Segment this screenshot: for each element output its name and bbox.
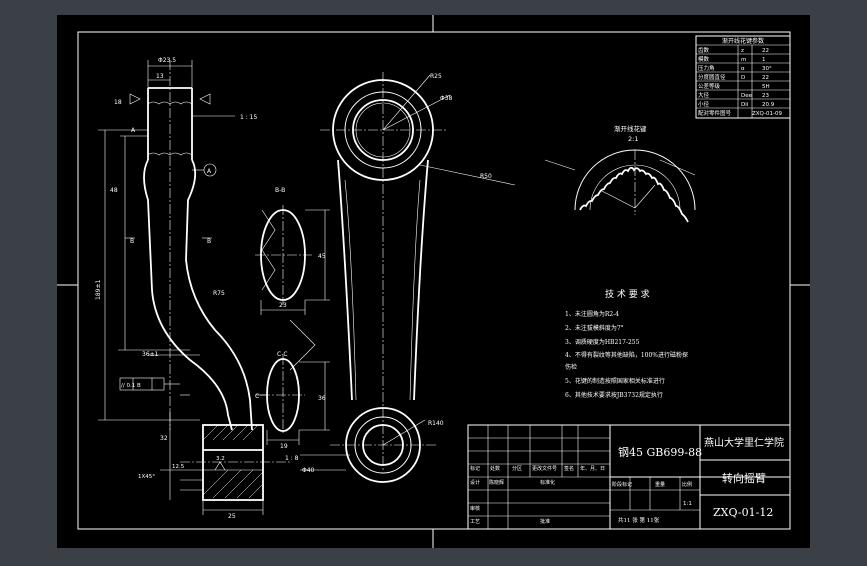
tolerance-frame: // 0.1 B bbox=[121, 383, 141, 389]
dim-chamfer: 1X45° bbox=[138, 474, 155, 480]
spline-row-1-val: 1 bbox=[762, 57, 766, 63]
label-review: 审核 bbox=[470, 505, 480, 512]
tech-req-item-1: 1、未注圆角为R2-4 bbox=[565, 310, 619, 318]
dim-c-height: 36 bbox=[318, 395, 326, 402]
dim-top-width: Φ23.5 bbox=[158, 57, 176, 64]
spline-row-3-sym: D bbox=[741, 75, 745, 81]
spline-row-7-name: 配对零件图号 bbox=[698, 109, 732, 117]
title-block bbox=[467, 424, 791, 530]
spline-table-title: 渐开线花键参数 bbox=[722, 37, 764, 45]
dim-taper: 1 : 15 bbox=[240, 114, 257, 121]
label-stage-mark: 阶段标记 bbox=[612, 481, 632, 488]
label-standardize: 标准化 bbox=[540, 479, 555, 486]
sheet-info: 共11 张 第 11张 bbox=[618, 516, 660, 524]
spline-row-3-val: 22 bbox=[762, 75, 769, 81]
designer-name: 陈晓辉 bbox=[489, 479, 504, 486]
dim-48: 48 bbox=[110, 187, 118, 194]
label-date: 年、月、日 bbox=[580, 465, 605, 472]
label-mark: 标记 bbox=[470, 465, 480, 472]
section-mark-b-left: B bbox=[130, 238, 134, 245]
dim-phi38: Φ38 bbox=[440, 95, 453, 102]
dim-25: 25 bbox=[228, 513, 236, 520]
tech-req-item-6: 6、其他技术要求按JB3732规定执行 bbox=[565, 391, 663, 399]
spline-row-2-name: 压力角 bbox=[698, 64, 715, 72]
section-mark-b-right: B bbox=[207, 238, 211, 245]
label-designer: 设计 bbox=[470, 479, 480, 486]
side-view bbox=[98, 60, 290, 515]
spline-detail-title: 渐开线花键 bbox=[614, 124, 647, 133]
section-bb-title: B-B bbox=[275, 187, 285, 194]
scale-value: 1:1 bbox=[683, 501, 692, 507]
label-process: 工艺 bbox=[470, 519, 480, 525]
section-views bbox=[255, 205, 330, 445]
drawing-frame bbox=[77, 31, 791, 530]
dim-len-a: 36±1 bbox=[142, 351, 159, 358]
tech-req-item-4b: 伤检 bbox=[565, 363, 577, 371]
label-count: 处数 bbox=[490, 465, 500, 472]
roughness-value: 3.2 bbox=[216, 456, 225, 462]
spline-row-0-sym: z bbox=[741, 48, 744, 54]
spline-row-6-val: 20.9 bbox=[762, 102, 775, 108]
spline-row-2-sym: α bbox=[741, 66, 745, 72]
dim-ratio-18: 1 : 8 bbox=[285, 455, 299, 462]
dim-r25: R25 bbox=[430, 73, 442, 80]
spline-row-6-sym: Dii bbox=[741, 102, 749, 108]
dim-b-width: 23 bbox=[279, 302, 287, 309]
label-scale: 比例 bbox=[682, 481, 692, 488]
tech-req-item-2: 2、未注拔模斜度为7° bbox=[565, 324, 624, 332]
spline-row-1-sym: m bbox=[741, 57, 746, 63]
tech-req-title: 技 术 要 求 bbox=[605, 288, 650, 300]
front-view bbox=[300, 72, 516, 483]
spline-row-5-name: 大径 bbox=[698, 91, 710, 99]
tech-req-item-4: 4、不得有裂纹等其他缺陷，100%进行磁粉探 bbox=[565, 351, 688, 359]
section-mark-c: C bbox=[255, 393, 259, 400]
school-name: 燕山大学里仁学院 bbox=[704, 436, 784, 449]
dim-phi40: Φ40 bbox=[302, 467, 315, 474]
label-sign: 签名 bbox=[564, 465, 574, 472]
dim-r50: R50 bbox=[480, 173, 492, 180]
section-cc-title: C-C bbox=[277, 351, 288, 358]
spline-row-2-val: 30° bbox=[762, 66, 772, 72]
drawing-number: ZXQ-01-12 bbox=[713, 506, 773, 519]
dim-18: 18 bbox=[114, 99, 122, 106]
label-weight: 重量 bbox=[655, 481, 665, 488]
dim-12-5: 12.5 bbox=[172, 464, 185, 470]
dim-32: 32 bbox=[160, 435, 168, 442]
label-a: A bbox=[131, 127, 136, 134]
datum-a-label: A bbox=[207, 168, 212, 175]
dim-c-width: 19 bbox=[280, 443, 288, 450]
spline-row-0-val: 22 bbox=[762, 48, 769, 54]
label-change-doc: 更改文件号 bbox=[532, 465, 557, 472]
spline-row-1-name: 模数 bbox=[698, 55, 710, 63]
dim-r75: R75 bbox=[213, 290, 225, 297]
dim-r140: R140 bbox=[428, 420, 444, 427]
spline-row-5-val: 23 bbox=[762, 93, 769, 99]
spline-row-4-name: 公差等级 bbox=[698, 82, 721, 90]
dim-len-total: 189±1 bbox=[95, 280, 102, 300]
tech-req-item-3: 3、调质硬度为HB217-255 bbox=[565, 338, 640, 346]
dim-b-height: 45 bbox=[318, 253, 326, 260]
spline-row-0-name: 齿数 bbox=[698, 46, 710, 54]
spline-detail-scale: 2:1 bbox=[628, 135, 638, 143]
part-name: 转向摇臂 bbox=[722, 471, 766, 485]
spline-row-7-val: ZXQ-01-09 bbox=[752, 111, 782, 117]
label-zone: 分区 bbox=[512, 465, 522, 472]
label-approve: 批准 bbox=[540, 518, 550, 525]
spline-detail bbox=[544, 149, 696, 223]
tech-req-item-5: 5、花键的制造按照国家相关标准进行 bbox=[565, 377, 665, 385]
spline-row-4-val: 5H bbox=[762, 84, 770, 90]
spline-row-5-sym: Dee bbox=[741, 93, 753, 99]
dim-13: 13 bbox=[156, 73, 164, 80]
material-text: 钢45 GB699-88 bbox=[618, 446, 702, 459]
spline-table bbox=[695, 35, 791, 119]
spline-row-6-name: 小径 bbox=[698, 100, 710, 108]
spline-row-3-name: 分度圆直径 bbox=[698, 73, 726, 81]
